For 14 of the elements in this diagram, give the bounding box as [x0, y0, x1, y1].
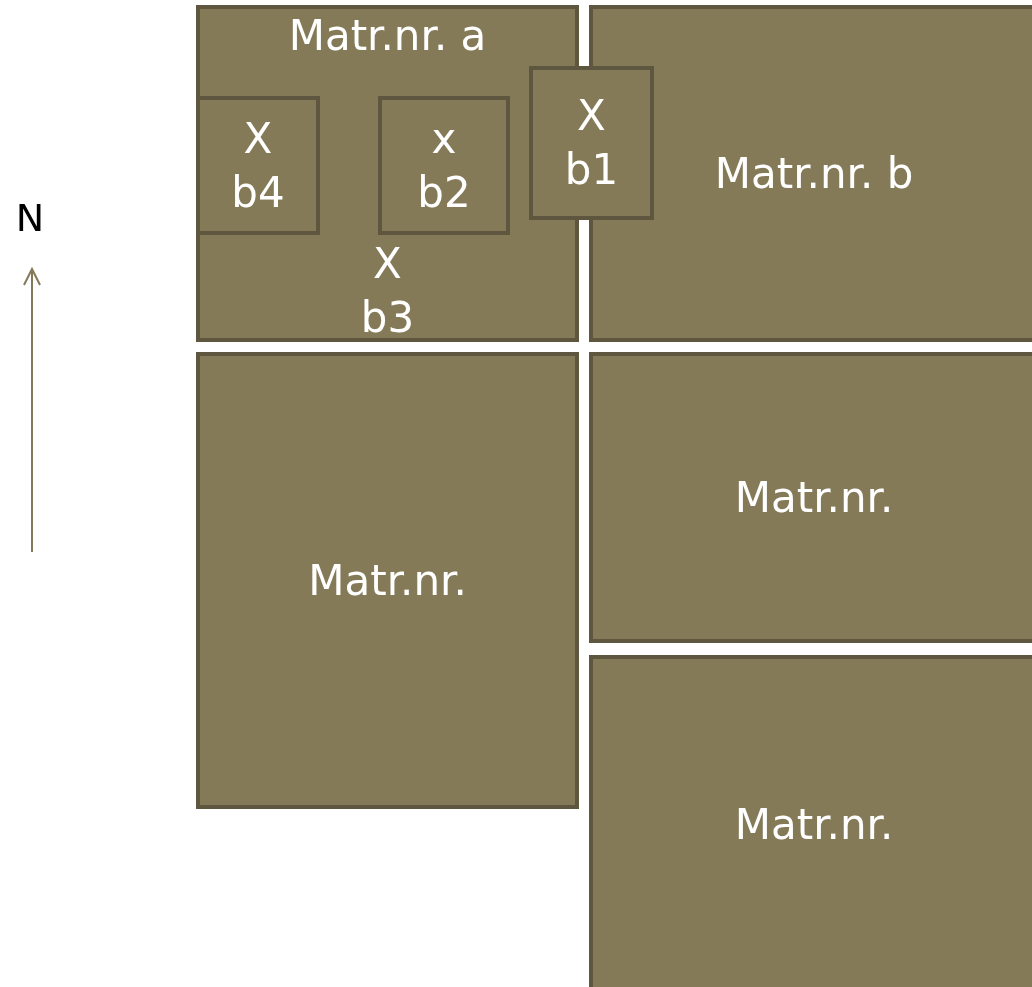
- marker-box: [378, 96, 510, 235]
- parcel-area: [196, 352, 579, 809]
- parcel-label: Matr.nr.: [307, 554, 468, 607]
- marker-box: [529, 66, 654, 220]
- marker-label: X b4: [230, 112, 286, 219]
- parcel-label: Matr.nr. a: [287, 10, 488, 62]
- north-label: N: [14, 196, 46, 240]
- marker-label: X b1: [563, 90, 620, 196]
- marker-label: X b3: [359, 238, 416, 344]
- parcel-label: Matr.nr.: [733, 471, 895, 524]
- parcel-area: [589, 655, 1032, 987]
- parcel-label: Matr.nr.: [733, 799, 895, 851]
- marker-label: x b2: [416, 112, 472, 219]
- parcel-area: [589, 352, 1032, 643]
